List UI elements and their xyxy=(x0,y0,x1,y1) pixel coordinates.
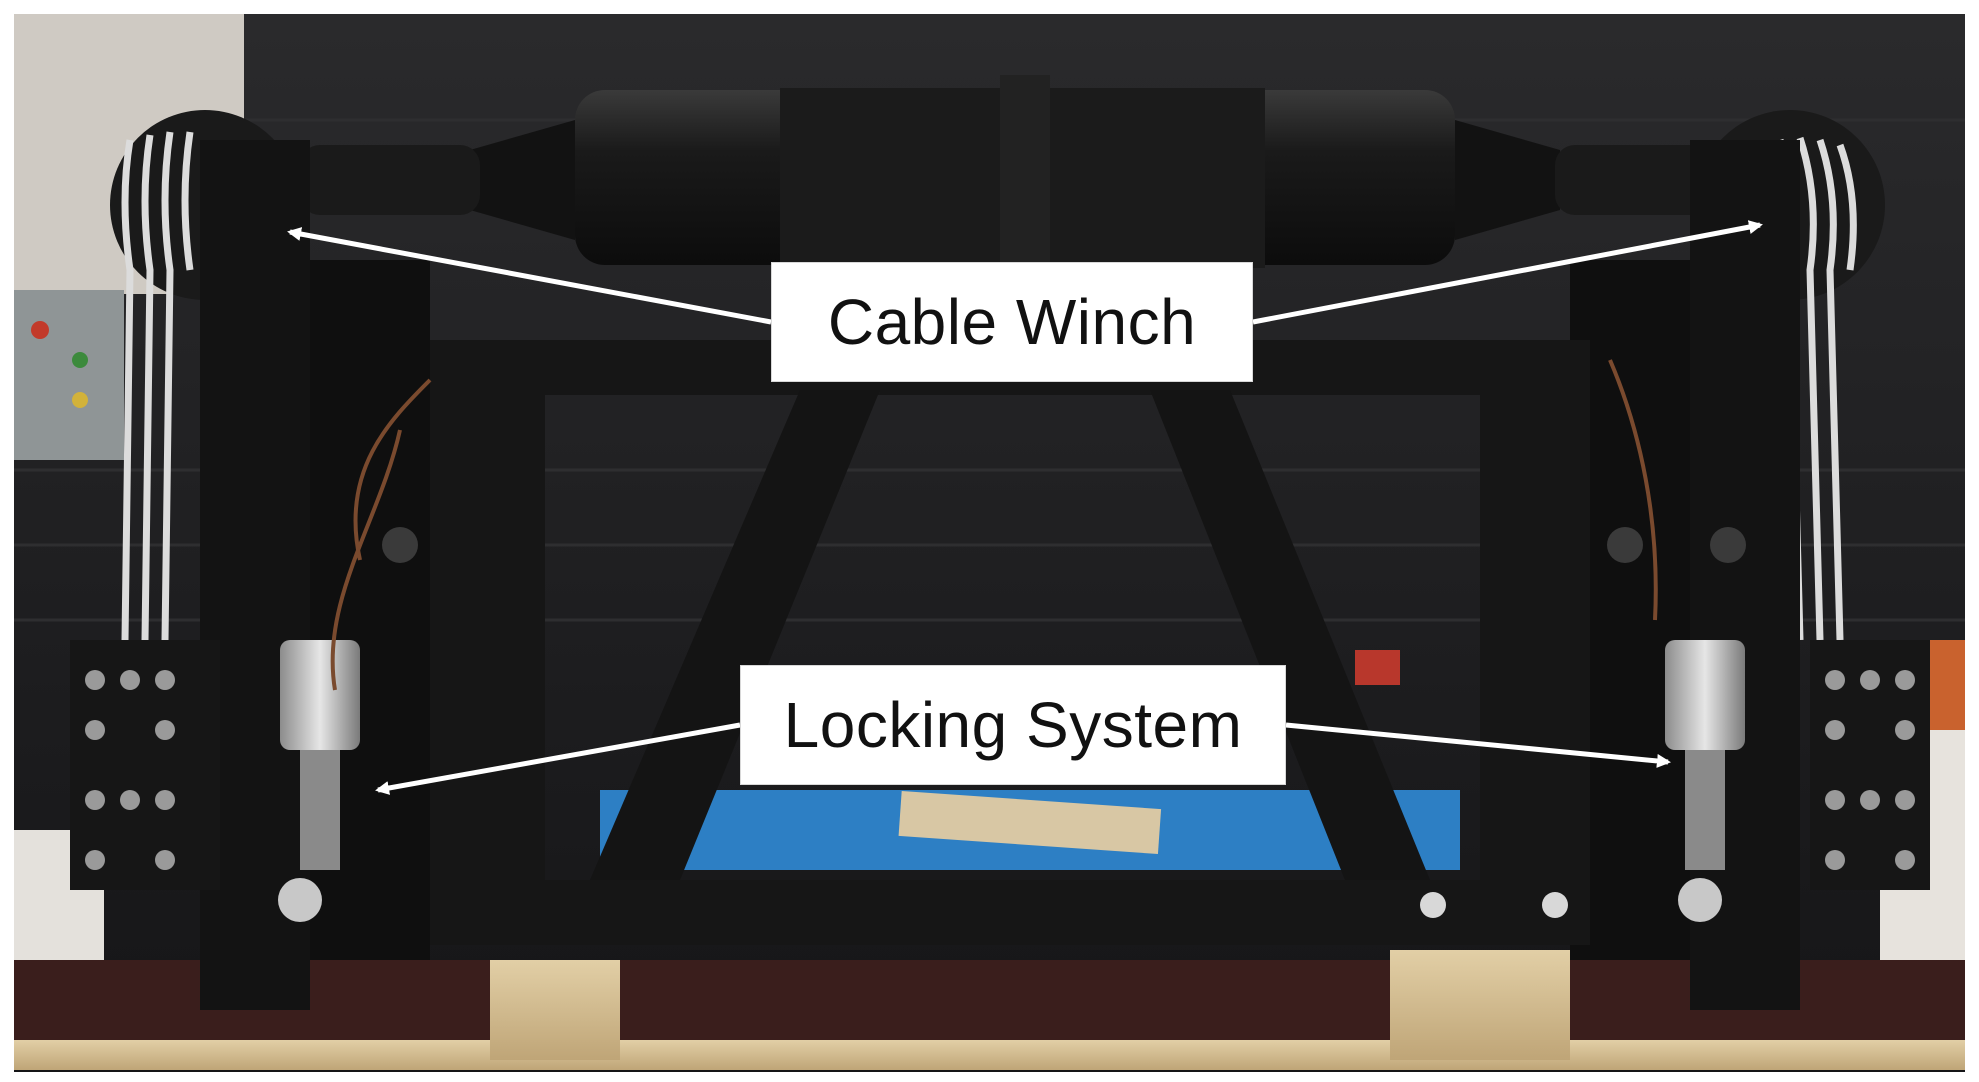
red-component xyxy=(1355,650,1400,685)
locking-rod-right xyxy=(1685,750,1725,870)
main-frame xyxy=(430,340,1590,945)
arm-hole xyxy=(1710,527,1746,563)
locking-block-right-holes xyxy=(1825,670,1915,870)
wood-block-left xyxy=(490,960,620,1060)
wire-left xyxy=(353,378,432,561)
locking-roller-left xyxy=(278,878,322,922)
panel-indicator-icon xyxy=(31,321,49,339)
locking-system-label: Locking System xyxy=(740,665,1286,785)
wire-left-2 xyxy=(330,429,402,691)
arm-hole xyxy=(382,527,418,563)
electrical-panel xyxy=(14,290,124,460)
cables-left xyxy=(121,131,194,641)
winch-coupling-left xyxy=(780,88,1000,268)
locking-rod-left xyxy=(300,750,340,870)
panel-indicator-icon xyxy=(72,392,88,408)
bolt-icon xyxy=(1542,892,1568,918)
locking-roller-right xyxy=(1678,878,1722,922)
universal-joint-left xyxy=(300,145,480,215)
cable-winch-label: Cable Winch xyxy=(771,262,1253,382)
bellows-left xyxy=(470,120,575,240)
wire-right xyxy=(1608,359,1658,621)
locking-cylinder-right xyxy=(1665,640,1745,750)
panel-indicator-icon xyxy=(72,352,88,368)
winch-coupling-right xyxy=(1050,88,1265,268)
locking-cylinder-left xyxy=(280,640,360,750)
bolt-icon xyxy=(1420,892,1446,918)
wood-plank xyxy=(898,790,1162,855)
bellows-right xyxy=(1455,120,1560,240)
winch-center-band xyxy=(1000,75,1050,275)
wood-block-right xyxy=(1390,950,1570,1060)
arm-hole xyxy=(1607,527,1643,563)
locking-block-left-holes xyxy=(85,670,175,870)
table-edge xyxy=(14,1040,1965,1070)
